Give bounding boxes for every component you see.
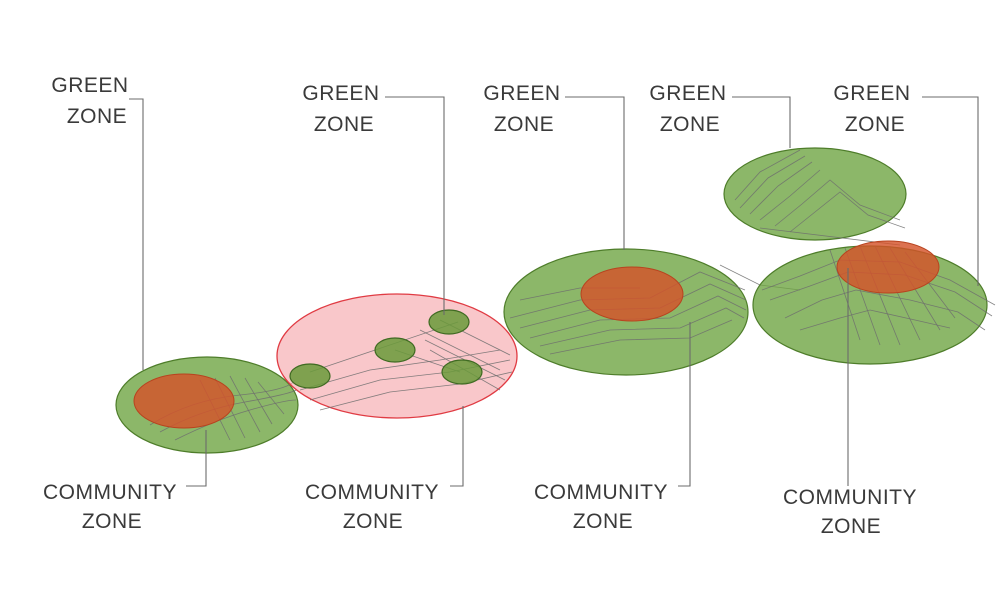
leader-green-1 bbox=[129, 98, 144, 370]
leader-lines bbox=[129, 96, 979, 487]
green-zone-label-4-line1: GREEN bbox=[649, 82, 726, 105]
community-zone-label-2-line1: COMMUNITY bbox=[305, 481, 439, 504]
zone-1 bbox=[115, 356, 299, 454]
community-zone-label-1-line1: COMMUNITY bbox=[43, 481, 177, 504]
zone-2-green-spot-4 bbox=[441, 359, 483, 385]
zone-5-community-area bbox=[836, 240, 940, 294]
zone-2 bbox=[276, 293, 518, 419]
green-zone-label-3-line2: ZONE bbox=[494, 113, 554, 136]
community-zone-label-2-line2: ZONE bbox=[343, 510, 403, 533]
green-zone-label-5-line2: ZONE bbox=[845, 113, 905, 136]
leader-community-1 bbox=[186, 430, 207, 487]
green-zone-label-1-line2: ZONE bbox=[67, 105, 127, 128]
green-zone-label-3-line1: GREEN bbox=[483, 82, 560, 105]
zone-3 bbox=[503, 248, 801, 376]
green-zone-label-2-line2: ZONE bbox=[314, 113, 374, 136]
community-zone-label-3-line2: ZONE bbox=[573, 510, 633, 533]
leader-community-3 bbox=[678, 322, 691, 487]
green-zone-label-4-line2: ZONE bbox=[660, 113, 720, 136]
leader-green-2 bbox=[385, 96, 445, 315]
leader-green-4 bbox=[732, 96, 791, 148]
community-zone-label-3-line1: COMMUNITY bbox=[534, 481, 668, 504]
zone-2-green-spot-3 bbox=[428, 309, 470, 335]
zone-2-green-spot-1 bbox=[289, 363, 331, 389]
green-zone-label-1-line1: GREEN bbox=[51, 74, 128, 97]
leader-community-2 bbox=[450, 406, 464, 487]
zone-2-green-spot-2 bbox=[374, 337, 416, 363]
green-zone-label-2-line1: GREEN bbox=[302, 82, 379, 105]
leader-green-5 bbox=[922, 96, 979, 286]
green-zone-label-5-line1: GREEN bbox=[833, 82, 910, 105]
labels: GREEN ZONE GREEN ZONE GREEN ZONE GREEN Z… bbox=[43, 74, 917, 538]
zone-4-green-area bbox=[723, 147, 907, 241]
community-zone-label-1-line2: ZONE bbox=[82, 510, 142, 533]
zone-3-community-area bbox=[580, 266, 684, 322]
zone-4 bbox=[723, 147, 907, 246]
community-zone-label-4-line2: ZONE bbox=[821, 515, 881, 538]
leader-green-3 bbox=[565, 96, 625, 250]
zone-1-community-area bbox=[133, 373, 235, 429]
zone-5 bbox=[752, 240, 996, 365]
community-zone-label-4-line1: COMMUNITY bbox=[783, 486, 917, 509]
